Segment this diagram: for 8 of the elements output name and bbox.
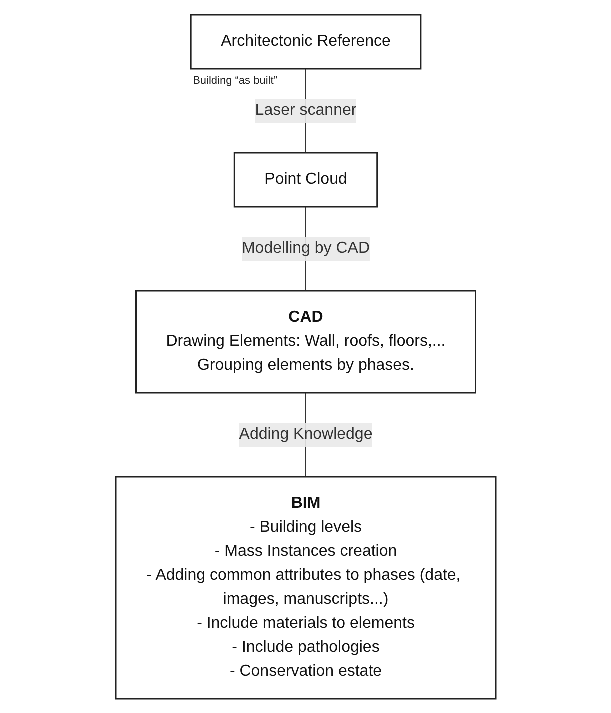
node-box: CAD Drawing Elements: Wall, roofs, floors,... Grouping elements by phases.	[135, 290, 476, 394]
edge-label: Modelling by CAD	[241, 240, 370, 256]
edge-label: Laser scanner	[254, 102, 356, 118]
node-box: Point Cloud	[233, 152, 378, 208]
node-caption: Building “as built”	[192, 74, 277, 86]
node-box: Architectonic Reference	[190, 14, 422, 70]
node-box: BIM - Building levels - Mass Instances creation - Adding common attributes to phases (date, images, manuscripts...) - Include materials to elements - Include pathologies - Conservation estate	[114, 476, 496, 700]
edge-label: Adding Knowledge	[238, 426, 372, 442]
